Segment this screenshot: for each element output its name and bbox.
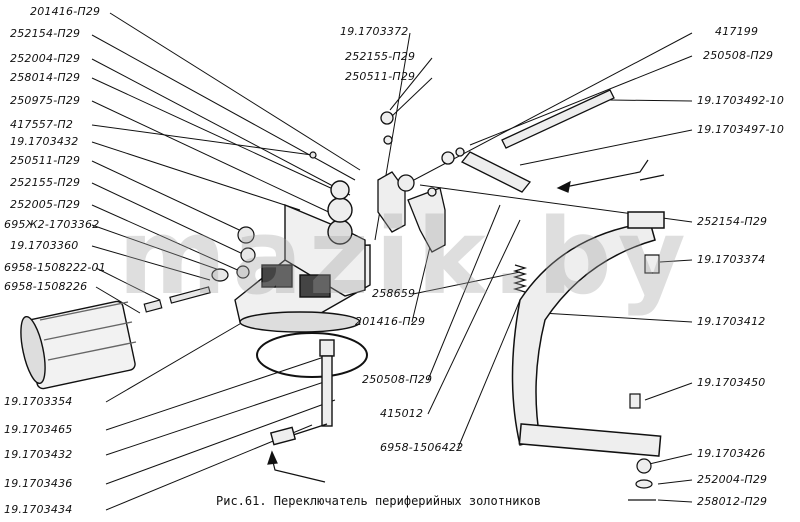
part-label: 250508-П29 bbox=[703, 49, 774, 62]
gasket-ring bbox=[256, 332, 368, 378]
bolt-parts bbox=[143, 151, 317, 313]
part-label: 258659 bbox=[372, 287, 416, 300]
part-label: 417199 bbox=[715, 25, 759, 38]
part-label: 19.1703412 bbox=[697, 315, 766, 328]
electric-motor bbox=[20, 300, 137, 390]
part-label: 19.1703492-10 bbox=[697, 94, 785, 107]
part-label: 6958-1508222-01 bbox=[4, 261, 106, 274]
direction-arrows bbox=[267, 159, 649, 483]
part-label: 250508-П29 bbox=[362, 373, 433, 386]
part-label: 250511-П29 bbox=[345, 70, 416, 83]
part-label: 252005-П29 bbox=[10, 198, 81, 211]
part-label: 258014-П29 bbox=[10, 71, 81, 84]
part-label: 19.1703426 bbox=[697, 447, 766, 460]
part-label: 19.1703436 bbox=[4, 477, 73, 490]
part-label: 250511-П29 bbox=[10, 154, 81, 167]
part-label: 6958-1508226 bbox=[4, 280, 88, 293]
part-label: 19.1703360 bbox=[10, 239, 79, 252]
part-label: 417557-П2 bbox=[10, 118, 74, 131]
part-label: 201416-П29 bbox=[355, 315, 426, 328]
crank-lever bbox=[269, 339, 335, 446]
center-bracket bbox=[377, 111, 446, 253]
small-parts-right bbox=[628, 174, 665, 501]
part-label: 19.1703450 bbox=[697, 376, 766, 389]
leader-lines-left bbox=[91, 12, 361, 314]
part-label: 695Ж2-1703362 bbox=[4, 218, 100, 231]
part-label: 252004-П29 bbox=[697, 473, 768, 486]
leader-lines-bottom-left bbox=[105, 317, 336, 511]
part-label: 252155-П29 bbox=[10, 176, 81, 189]
part-label: 19.1703432 bbox=[10, 135, 79, 148]
part-label: 252154-П29 bbox=[697, 215, 768, 228]
part-label: 19.1703374 bbox=[697, 253, 766, 266]
part-label: 415012 bbox=[380, 407, 424, 420]
part-label: 252155-П29 bbox=[345, 50, 416, 63]
part-label: 19.1703465 bbox=[4, 423, 73, 436]
part-label: 19.1703497-10 bbox=[697, 123, 785, 136]
part-label: 201416-П29 bbox=[30, 5, 101, 18]
threaded-rod bbox=[441, 89, 615, 193]
part-label: 19.1703372 bbox=[340, 25, 409, 38]
part-label: 19.1703434 bbox=[4, 503, 73, 516]
spring bbox=[512, 264, 528, 293]
figure-caption: Рис.61. Переключатель периферийных золот… bbox=[216, 494, 542, 508]
part-label: 252154-П29 bbox=[10, 27, 81, 40]
part-label: 250975-П29 bbox=[10, 94, 81, 107]
part-label: 19.1703354 bbox=[4, 395, 73, 408]
part-label: 19.1703432 bbox=[4, 448, 73, 461]
part-label: 252004-П29 bbox=[10, 52, 81, 65]
part-label: 258012-П29 bbox=[697, 495, 768, 508]
part-label: 6958-1506422 bbox=[380, 441, 464, 454]
arc-lever bbox=[511, 211, 665, 457]
base-plate bbox=[234, 180, 371, 333]
